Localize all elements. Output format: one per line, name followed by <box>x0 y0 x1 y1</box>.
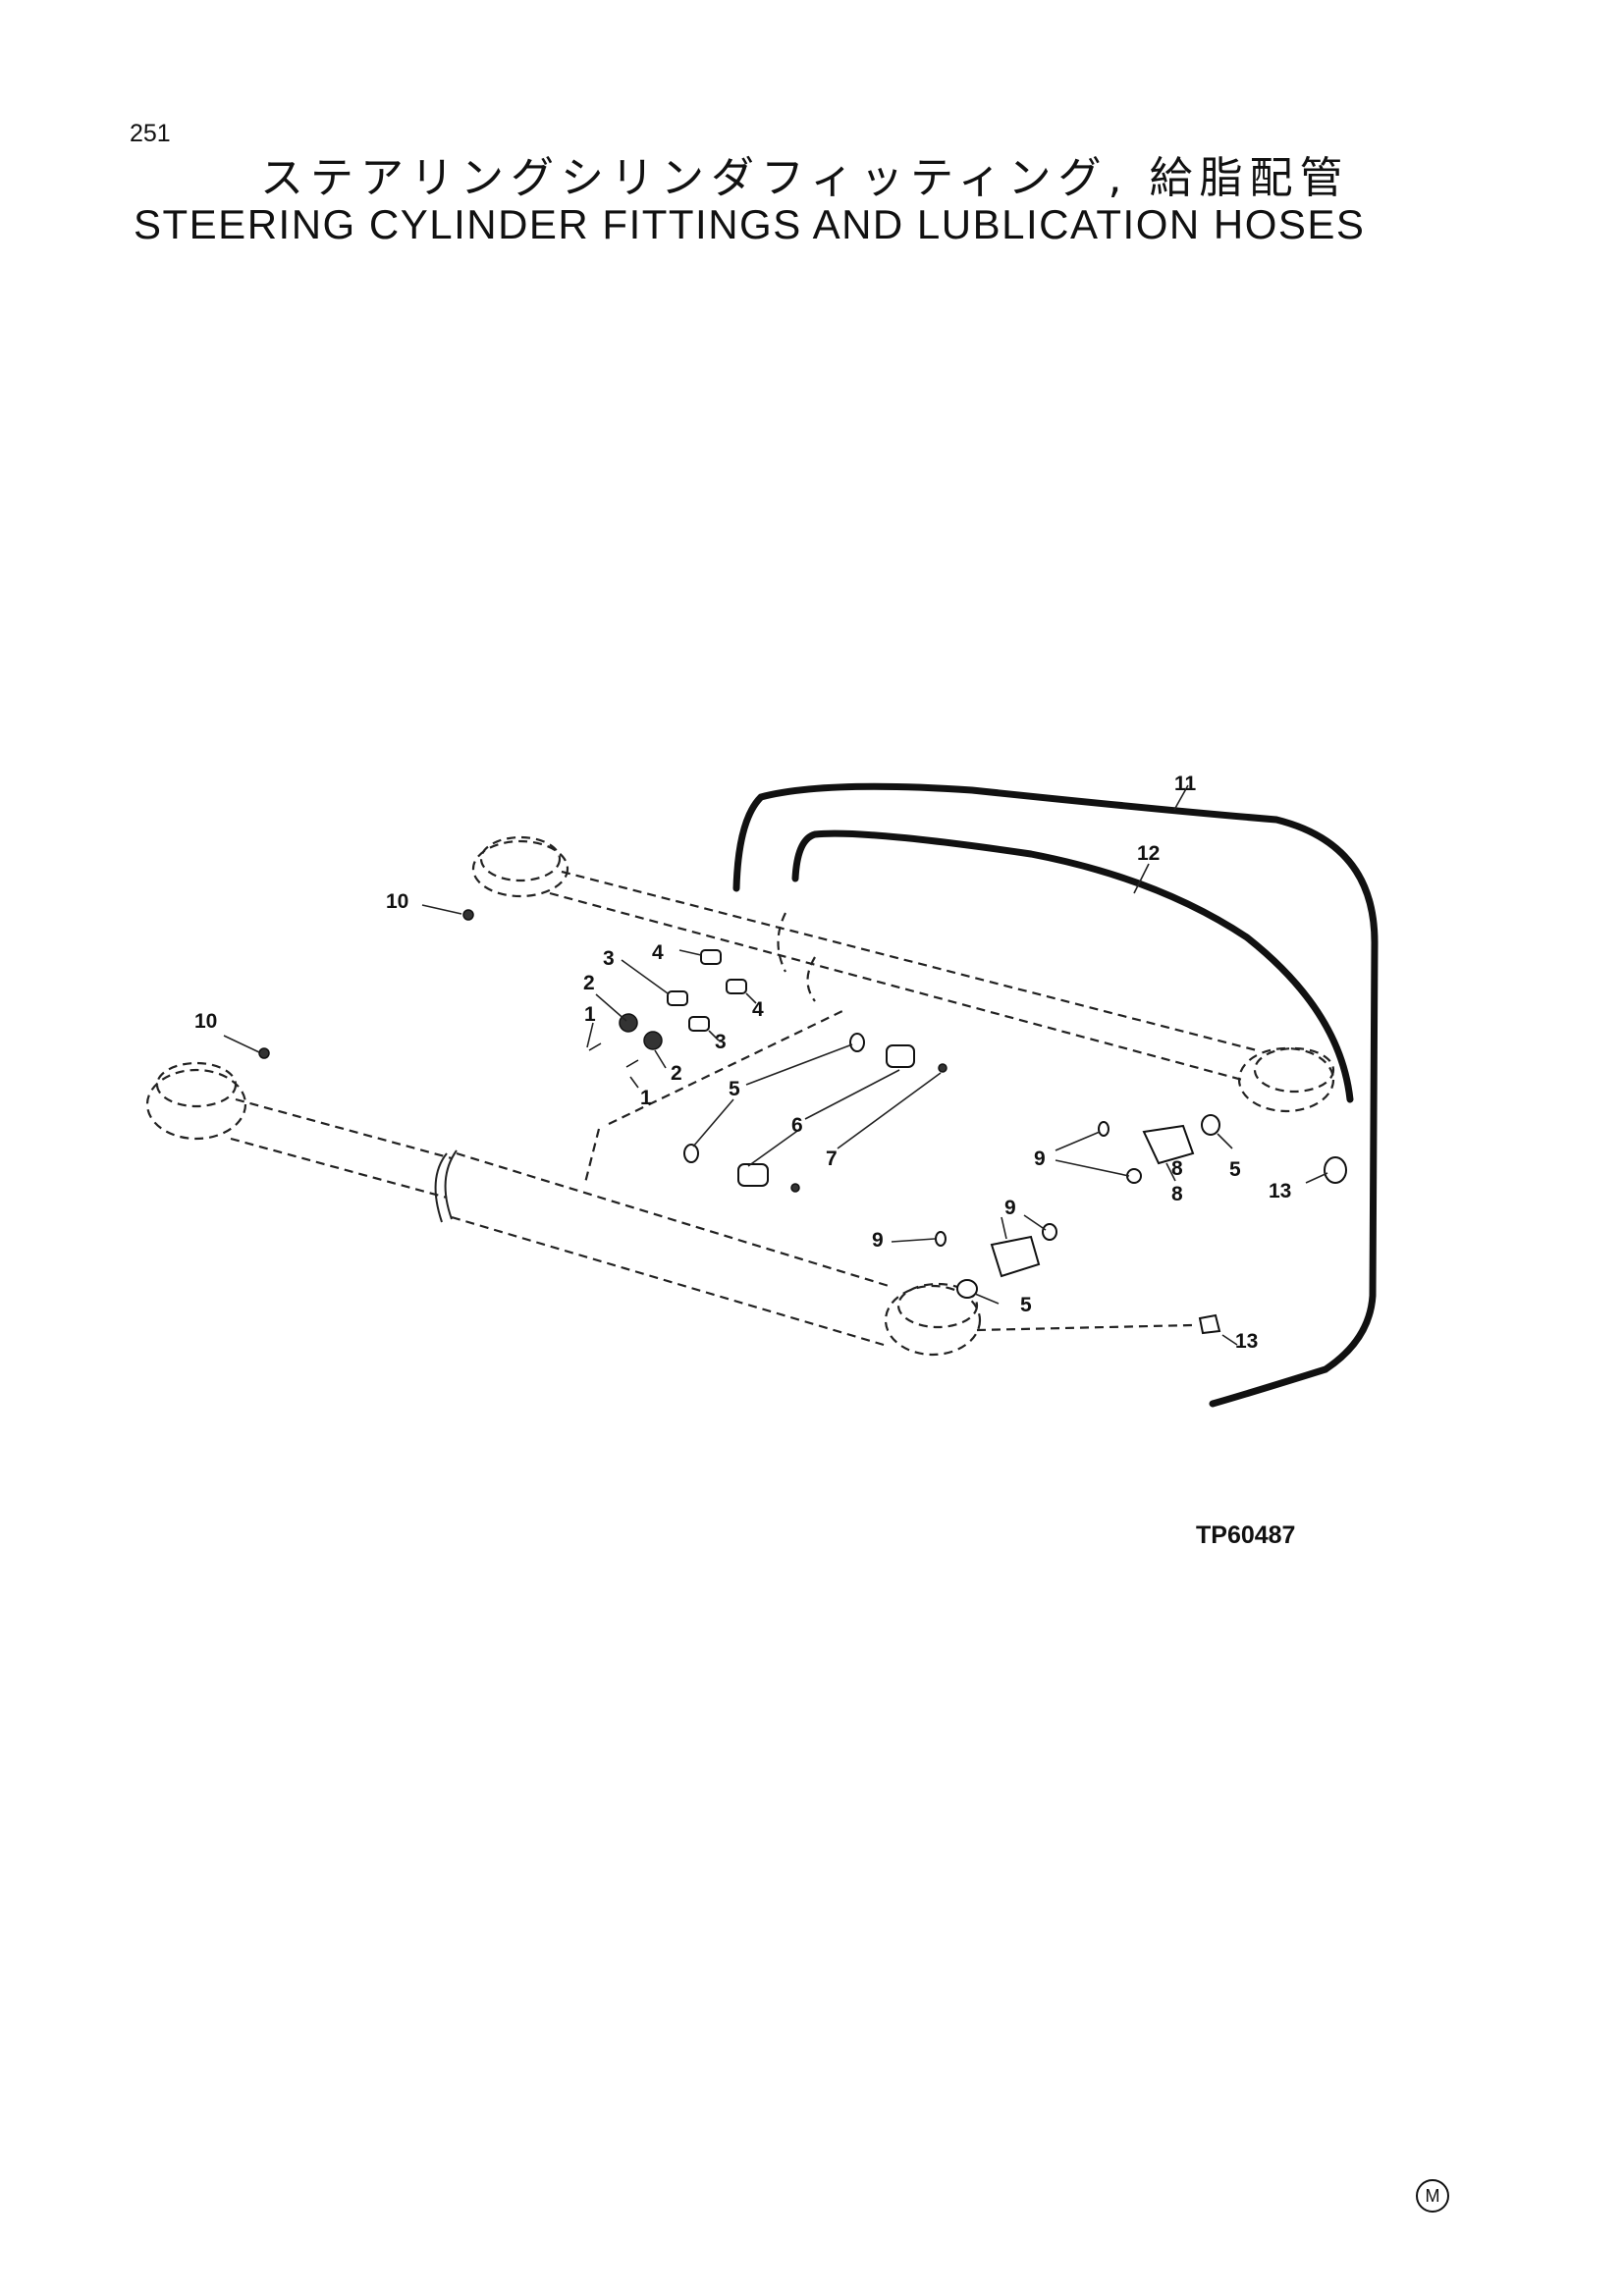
callout-label: 1 <box>584 1003 596 1026</box>
lower-steering-cylinder <box>145 1010 1194 1357</box>
callout-label: 12 <box>1137 842 1160 865</box>
page-number: 251 <box>130 120 171 147</box>
callout-label: 1 <box>640 1087 652 1109</box>
lubrication-hoses <box>732 782 1379 1408</box>
callout-label: 10 <box>194 1010 217 1033</box>
callout-label: 5 <box>1020 1294 1032 1316</box>
callout-label: 6 <box>791 1114 803 1137</box>
callout-label: 4 <box>752 998 764 1021</box>
callout-label: 9 <box>1034 1148 1046 1170</box>
callout-label: 3 <box>715 1031 727 1053</box>
callout-label: 9 <box>872 1229 884 1252</box>
callout-label: 9 <box>1004 1197 1016 1219</box>
callout-label: 2 <box>671 1062 682 1085</box>
callout-label: 5 <box>729 1078 740 1100</box>
callout-label: 3 <box>603 947 615 970</box>
callout-label: 8 <box>1171 1157 1183 1180</box>
callout-label: 7 <box>826 1148 838 1170</box>
callout-label: 11 <box>1174 773 1197 795</box>
callout-label: 8 <box>1171 1183 1183 1205</box>
callout-label: 10 <box>386 890 408 913</box>
fittings <box>258 909 1347 1335</box>
registered-mark: M <box>1416 2179 1449 2213</box>
callout-label: 13 <box>1235 1330 1258 1353</box>
callout-label: 2 <box>583 972 595 994</box>
callout-label: 5 <box>1229 1158 1241 1181</box>
upper-steering-cylinder <box>471 835 1335 1113</box>
page-title-english: STEERING CYLINDER FITTINGS AND LUBLICATI… <box>134 201 1366 247</box>
leader-lines <box>223 784 1328 1346</box>
callout-labels: 11 12 10 4 3 2 1 4 3 2 1 10 5 6 7 9 8 5 … <box>194 773 1291 1353</box>
page-title-japanese: ステアリングシリンダフィッティング, 給脂配管 <box>260 153 1350 203</box>
callout-label: 13 <box>1269 1180 1291 1202</box>
figure-code: TP60487 <box>1196 1522 1296 1549</box>
callout-label: 4 <box>652 941 664 964</box>
